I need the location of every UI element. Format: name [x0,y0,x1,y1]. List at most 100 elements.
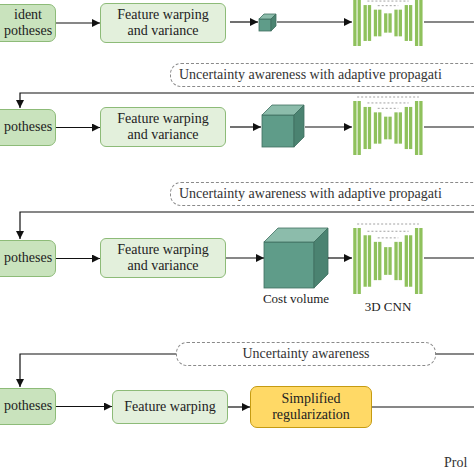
unet-bar [384,117,387,140]
unet-bar [353,101,356,155]
unet-bar [394,112,397,143]
unet-bar [419,228,422,294]
skip-connection [357,97,419,98]
unet-bar [394,242,397,280]
flow-arrow [56,127,100,128]
node-text: Simplified regularization [257,391,365,423]
node-text: potheses [4,119,52,135]
unet-bar [358,0,361,46]
flow-arrow [228,406,250,407]
flow-arrow [277,21,352,22]
flow-line [424,126,474,127]
node-text: Uncertainty awareness with adaptive prop… [179,186,442,202]
skip-connection [357,224,419,225]
process-box: Feature warping and variance [100,3,226,43]
uncertainty-box: Uncertainty awareness with adaptive prop… [170,182,474,206]
flow-arrow [328,257,352,258]
node-text: Uncertainty awareness [242,346,369,362]
process-box: Feature warping and variance [100,238,226,278]
node-text: Uncertainty awareness with adaptive prop… [179,67,442,83]
flow-arrow [226,257,264,258]
unet-bar [415,0,418,46]
unet-bar [409,107,412,149]
node-text: ident potheses [1,7,55,39]
unet-bar [405,107,408,149]
unet-bar [378,112,381,143]
flow-arrow [56,406,112,407]
feedback-line [20,212,474,239]
cube-face [314,228,328,288]
unet-bar [374,112,377,143]
feedback-line [20,93,474,108]
flow-arrow [56,258,100,259]
node-text: Feature warping and variance [111,111,215,143]
flow-line [372,406,474,407]
hypotheses-box: potheses [0,109,56,146]
cost-volume-cube [259,14,276,31]
unet-bar [368,235,371,286]
flow-line [424,257,474,258]
hypotheses-box: potheses [0,388,56,425]
node-text: Feature warping [124,399,215,415]
unet-bar [399,10,402,37]
feedback-line [436,353,474,354]
unet-bar [353,0,356,46]
unet-bar [405,235,408,286]
cube-face [259,19,271,31]
skip-connection [378,237,399,238]
cube-face [294,105,304,147]
unet-bar [364,235,367,286]
process-box: Feature warping [112,390,228,424]
unet-bar [409,5,412,41]
unet-bar [384,247,387,275]
unet-bar [419,101,422,155]
unet-bar [388,247,391,275]
unet-bar [388,117,391,140]
unet-bar [419,0,422,46]
skip-connection [367,1,408,2]
unet-bar [399,112,402,143]
hypotheses-box: ident potheses [0,4,56,42]
node-text: Feature warping and variance [111,242,215,274]
unet-bar [415,228,418,294]
unet-bar [353,228,356,294]
unet-bar [378,10,381,37]
hypotheses-box: potheses [0,240,56,277]
caption-text: 3D CNN [365,300,412,315]
uncertainty-box: Uncertainty awareness [176,342,436,366]
flow-line [424,21,474,22]
unet-bar [364,107,367,149]
note-text: Prol [444,455,467,471]
skip-connection [367,231,408,232]
skip-connection [378,5,399,6]
unet-bar [399,242,402,280]
unet-symbol [353,97,422,155]
process-box: Feature warping and variance [100,107,226,147]
node-text: potheses [4,250,52,266]
unet-bar [378,242,381,280]
cube-face [262,115,294,147]
unet-bar [374,242,377,280]
cost-volume-cube [262,105,304,147]
caption-text: Cost volume [263,292,329,307]
flow-arrow [56,22,100,23]
unet-bar [368,5,371,41]
unet-symbol [352,220,424,296]
unet-bar [368,107,371,149]
uncertainty-box: Uncertainty awareness with adaptive prop… [170,63,474,87]
unet-bar [394,10,397,37]
unet-bar [409,235,412,286]
cube-symbol [264,228,328,288]
flow-arrow [230,21,258,22]
cube-face [264,242,314,288]
skip-connection [367,102,408,103]
cube-face [271,14,276,31]
unet-bar [405,5,408,41]
unet-bar [388,13,391,32]
flow-arrow [230,126,261,127]
cost-volume-cube: Cost volume [264,228,328,288]
unet-block: 3D CNN [352,220,424,296]
unet-bar [415,101,418,155]
unet-bar [384,13,387,32]
